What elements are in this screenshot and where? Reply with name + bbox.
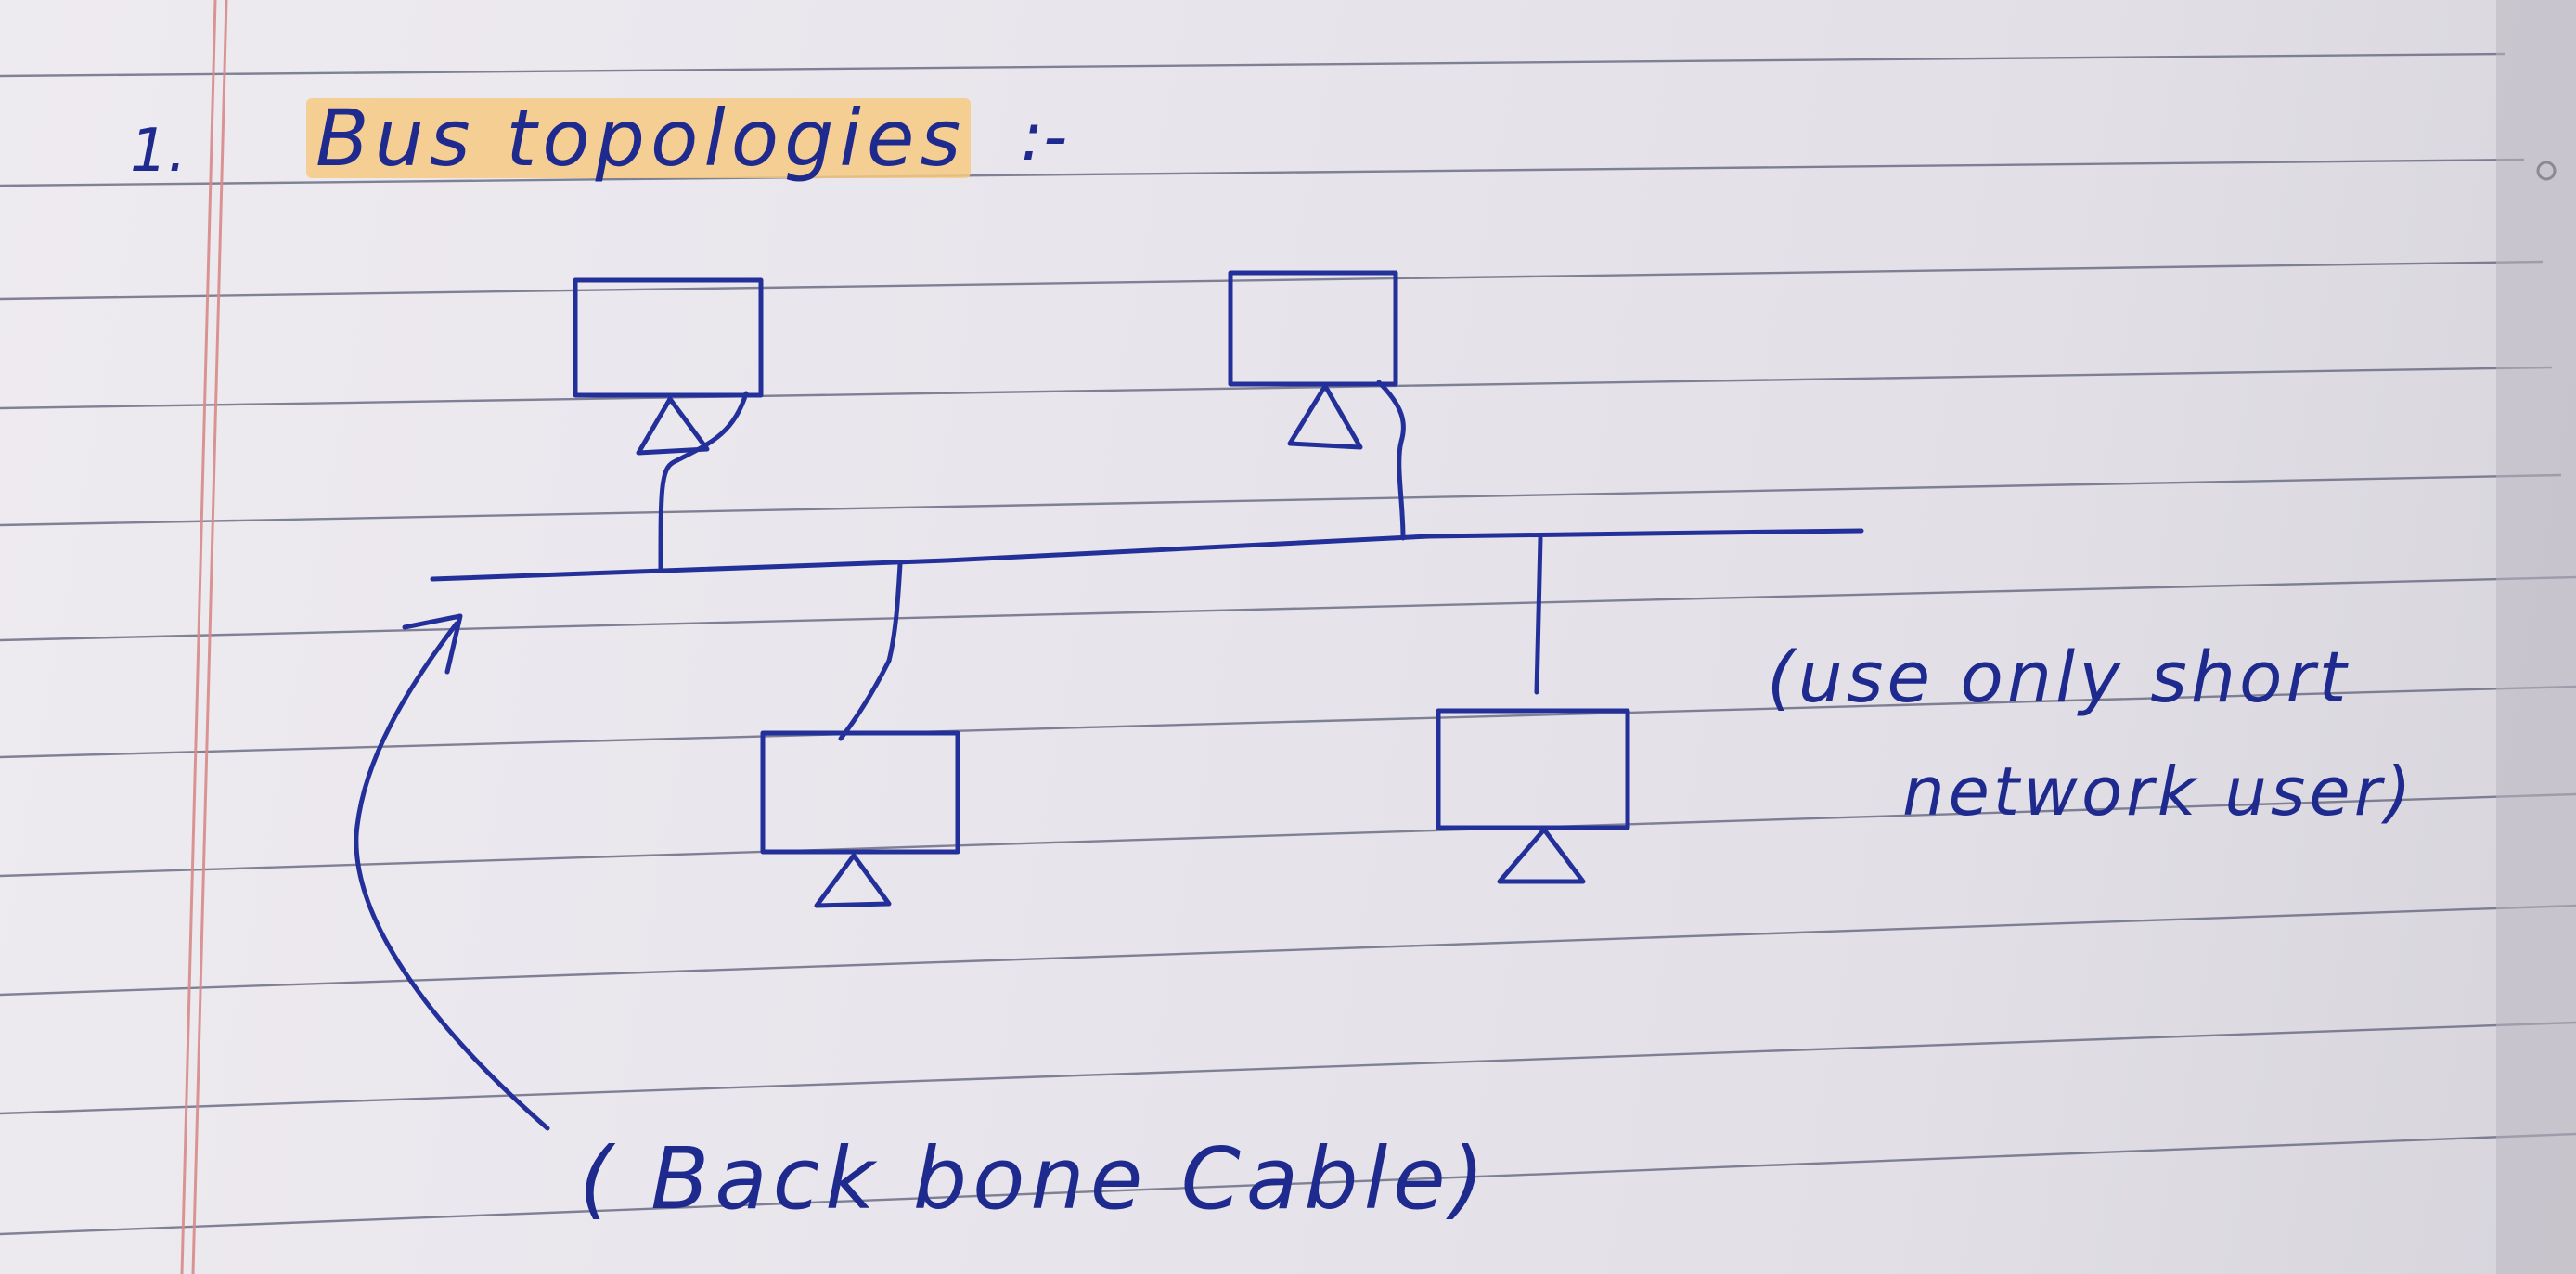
- backbone-cable: [430, 528, 1864, 582]
- computer-node-3: [760, 561, 960, 908]
- heading-suffix: :-: [1021, 97, 1067, 175]
- heading-highlight: [306, 98, 971, 178]
- computer-1-stand-icon: [636, 396, 710, 456]
- computer-node-2: [1228, 270, 1406, 541]
- computer-4-link: [1534, 535, 1543, 695]
- note-line-2: network user): [1902, 753, 2415, 830]
- backbone-arrow: [354, 621, 550, 1131]
- binding-edge: [2496, 0, 2576, 1274]
- heading-number: 1.: [130, 117, 187, 186]
- heading-title: Bus topologies: [316, 93, 966, 184]
- computer-3-stand-icon: [814, 853, 892, 908]
- ruled-lines: [0, 52, 2576, 1236]
- note-line-1: (use only short: [1767, 636, 2351, 718]
- computer-2-monitor: [1228, 270, 1398, 387]
- margin-line: [180, 0, 228, 1274]
- computer-2-stand-icon: [1287, 383, 1363, 450]
- computer-1-link: [658, 391, 749, 571]
- computer-4-stand-icon: [1497, 827, 1586, 884]
- binding-hole: [2536, 161, 2557, 181]
- arrowhead-icon: [402, 613, 463, 675]
- computer-3-monitor: [760, 730, 960, 855]
- backbone-label: ( Back bone Cable): [579, 1129, 1490, 1229]
- computer-4-monitor: [1436, 708, 1630, 830]
- computer-1-monitor: [573, 277, 764, 398]
- computer-2-link: [1376, 380, 1406, 541]
- computer-node-1: [573, 277, 764, 571]
- computer-3-link: [838, 561, 903, 741]
- computer-node-4: [1436, 535, 1630, 884]
